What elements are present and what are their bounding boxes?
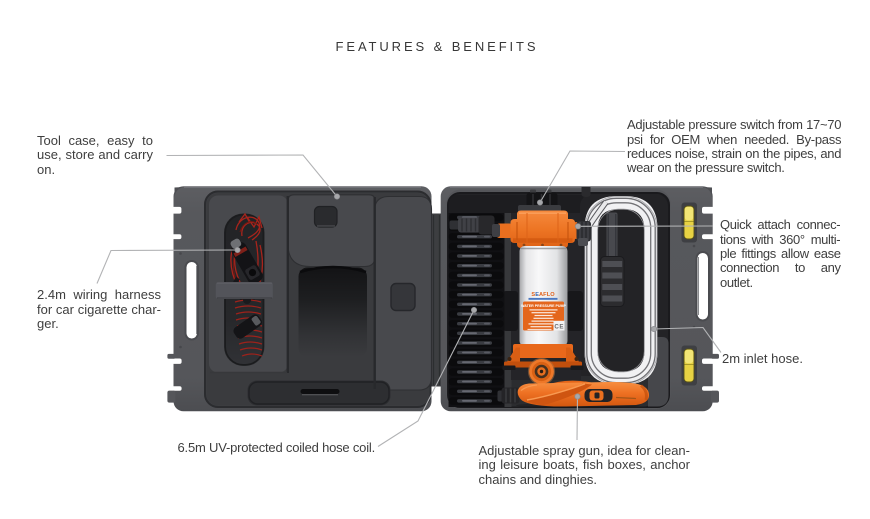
svg-text:SEAFLO: SEAFLO [531,292,555,298]
svg-text:C E: C E [554,324,563,331]
svg-text:WATER PRESSURE PUMP: WATER PRESSURE PUMP [521,304,566,308]
